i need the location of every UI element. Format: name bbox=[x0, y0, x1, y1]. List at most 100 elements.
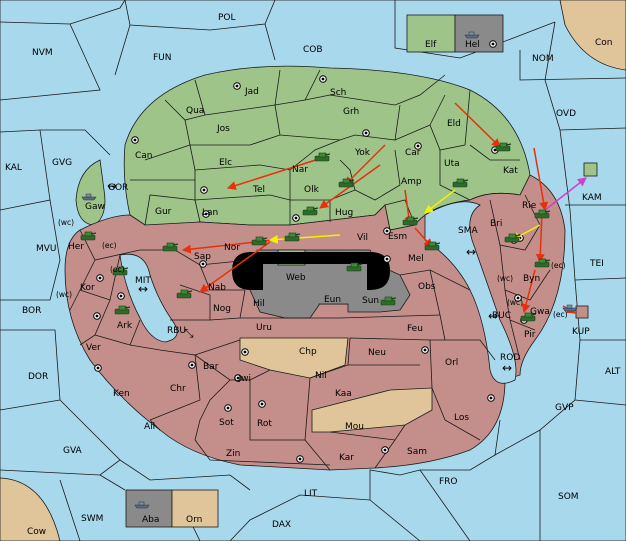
supply-center-dot bbox=[119, 294, 123, 298]
order-arrow bbox=[521, 269, 536, 314]
fleet-unit[interactable] bbox=[562, 304, 578, 312]
army-unit[interactable] bbox=[346, 262, 363, 272]
label-nvm: NVM bbox=[32, 48, 53, 58]
army-unit[interactable] bbox=[112, 266, 129, 276]
army-unit[interactable] bbox=[80, 231, 97, 241]
label-her: Her bbox=[68, 242, 84, 252]
label-gor: GOR bbox=[108, 183, 128, 193]
gulf-mit[interactable] bbox=[119, 253, 178, 343]
army-unit[interactable] bbox=[314, 152, 331, 162]
army-unit[interactable] bbox=[380, 296, 397, 306]
label-grh: Grh bbox=[343, 107, 359, 117]
label-som: SOM bbox=[558, 492, 579, 502]
label-elf: Elf bbox=[425, 40, 437, 50]
label-amp: Amp bbox=[401, 177, 422, 187]
region-elf[interactable] bbox=[406, 14, 456, 53]
label-mit: MIT bbox=[135, 276, 151, 286]
label-los: Los bbox=[454, 413, 469, 423]
army-unit[interactable] bbox=[534, 258, 551, 268]
label-dax: DAX bbox=[272, 520, 291, 530]
label-neu: Neu bbox=[368, 348, 386, 358]
fleet-unit[interactable] bbox=[134, 501, 150, 509]
label-mou: Mou bbox=[345, 422, 364, 432]
label-jad: Jad bbox=[244, 87, 259, 97]
supply-center-dot bbox=[385, 257, 389, 261]
label-bri: Bri bbox=[490, 219, 502, 229]
label-qwi: Qwi bbox=[234, 374, 251, 384]
region-kup[interactable] bbox=[575, 305, 589, 319]
army-unit[interactable] bbox=[424, 241, 441, 251]
label-orl: Orl bbox=[445, 358, 458, 368]
army-unit[interactable] bbox=[534, 209, 551, 219]
label-fun: FUN bbox=[153, 53, 172, 63]
label-aba: Aba bbox=[142, 515, 159, 525]
army-unit[interactable] bbox=[302, 206, 319, 216]
label-obs: Obs bbox=[418, 282, 436, 292]
label-kaa: Kaa bbox=[335, 389, 352, 399]
label-jos: Jos bbox=[216, 124, 230, 134]
label-kat: Kat bbox=[503, 166, 518, 176]
coast-label-her-ec: (ec) bbox=[102, 241, 117, 250]
army-unit[interactable] bbox=[402, 216, 419, 226]
label-vil: Vil bbox=[357, 233, 368, 243]
supply-center-dot bbox=[236, 376, 240, 380]
army-unit[interactable] bbox=[114, 305, 131, 315]
army-unit[interactable] bbox=[284, 232, 301, 242]
army-unit[interactable] bbox=[495, 142, 512, 152]
army-unit[interactable] bbox=[338, 178, 355, 188]
label-pol: POL bbox=[218, 13, 236, 23]
label-gvg: GVG bbox=[52, 158, 72, 168]
army-unit[interactable] bbox=[504, 233, 521, 243]
supply-center-dot bbox=[201, 262, 205, 266]
army-unit[interactable] bbox=[251, 236, 268, 246]
fleet-unit[interactable] bbox=[464, 31, 480, 39]
region-kam[interactable] bbox=[583, 162, 598, 177]
region-gaw[interactable] bbox=[75, 159, 106, 226]
fleet-unit[interactable] bbox=[81, 193, 97, 201]
label-esm: Esm bbox=[388, 232, 407, 242]
label-rbu: RBU bbox=[167, 326, 186, 336]
region-orn[interactable] bbox=[171, 489, 219, 528]
supply-center-dot bbox=[491, 42, 495, 46]
label-tei: TEI bbox=[589, 259, 604, 269]
label-sap: Sap bbox=[194, 252, 211, 262]
army-unit[interactable] bbox=[452, 178, 469, 188]
label-zin: Zin bbox=[226, 449, 240, 459]
label-nom: NOM bbox=[532, 54, 554, 64]
label-pir: Pir bbox=[524, 330, 536, 340]
label-can: Can bbox=[135, 151, 153, 161]
supply-center-dot bbox=[298, 457, 302, 461]
region-aba[interactable] bbox=[125, 489, 173, 528]
unit-tokens bbox=[80, 31, 578, 509]
army-unit[interactable] bbox=[162, 242, 179, 252]
supply-center-dot bbox=[204, 212, 208, 216]
label-mvu: MVU bbox=[36, 244, 57, 254]
army-unit[interactable] bbox=[176, 289, 193, 299]
army-unit[interactable] bbox=[520, 312, 537, 322]
label-alt: ALT bbox=[605, 367, 621, 377]
order-arrow bbox=[544, 177, 587, 211]
label-uru: Uru bbox=[256, 323, 272, 333]
label-car: Car bbox=[405, 148, 421, 158]
coast-label-kor-ec: (ec) bbox=[110, 265, 125, 274]
label-gvp: GVP bbox=[555, 403, 574, 413]
supply-center-dot bbox=[383, 448, 387, 452]
supply-center-dot bbox=[516, 296, 520, 300]
label-ail: Ail bbox=[144, 422, 155, 432]
label-rod: ROD bbox=[500, 353, 520, 363]
supply-center-dot bbox=[493, 148, 497, 152]
order-arrow bbox=[424, 189, 456, 214]
supply-center-dot bbox=[226, 406, 230, 410]
label-nab: Nab bbox=[208, 283, 226, 293]
label-sch: Sch bbox=[330, 88, 346, 98]
label-byn: Byn bbox=[523, 274, 540, 284]
label-tel: Tel bbox=[252, 185, 265, 195]
supply-center-dot bbox=[243, 350, 247, 354]
label-swm: SWM bbox=[81, 514, 103, 524]
supply-center-dot bbox=[294, 216, 298, 220]
label-buc: BUC bbox=[492, 311, 511, 321]
label-rot: Rot bbox=[257, 419, 272, 429]
supply-center-dot bbox=[260, 402, 264, 406]
supply-center-dot bbox=[416, 144, 420, 148]
region-mou[interactable] bbox=[311, 387, 433, 433]
